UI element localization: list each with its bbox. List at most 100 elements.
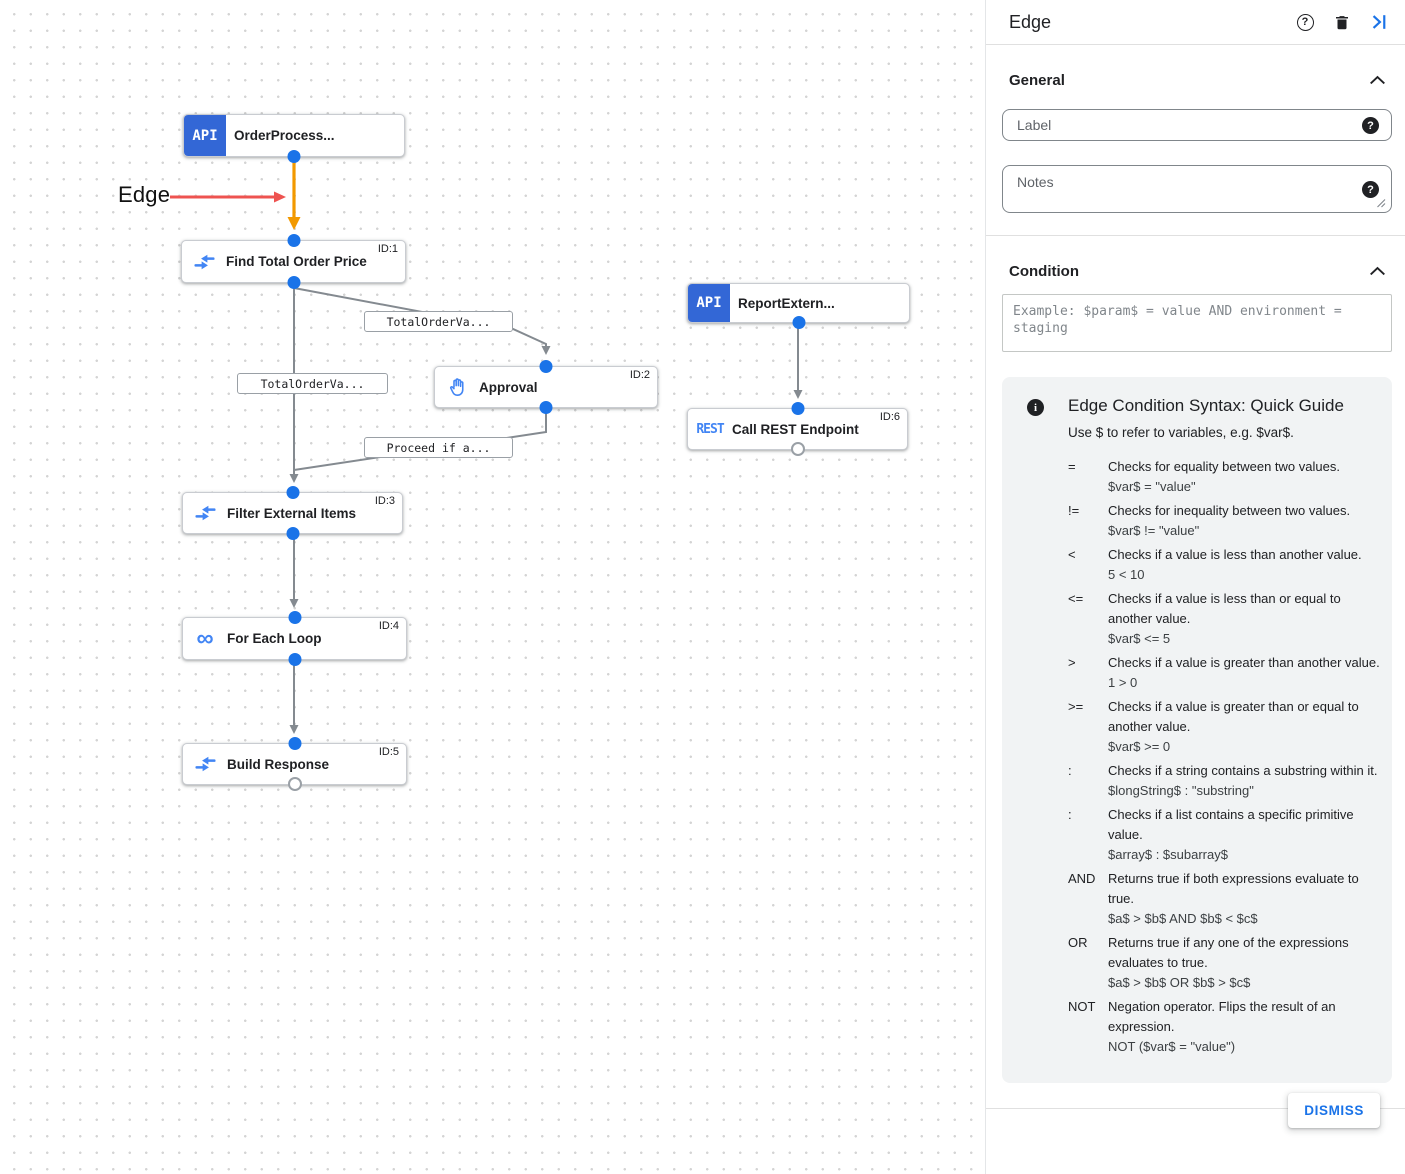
input-connector[interactable] xyxy=(286,486,299,499)
collapse-general-button[interactable] xyxy=(1367,70,1387,90)
node-title: OrderProcess... xyxy=(234,128,335,143)
section-general: General ? ? xyxy=(986,70,1405,236)
guide-operator: != xyxy=(1068,503,1080,518)
trash-icon xyxy=(1336,15,1348,29)
node-report-extern-trigger[interactable]: API ReportExtern... xyxy=(687,283,910,329)
output-connector[interactable] xyxy=(287,276,300,289)
output-connector[interactable] xyxy=(287,777,302,791)
edge-layer xyxy=(170,161,803,734)
collapse-condition-button[interactable] xyxy=(1367,261,1387,281)
node-find-total-order-price[interactable]: Find Total Order Price ID:1 xyxy=(181,234,406,289)
condition-section-title: Condition xyxy=(1009,262,1079,280)
output-connector[interactable] xyxy=(792,316,805,329)
guide-operator: > xyxy=(1068,655,1076,670)
guide-operator: NOT xyxy=(1068,999,1096,1014)
guide-intro: Use $ to refer to variables, e.g. $var$. xyxy=(1068,425,1294,440)
input-connector[interactable] xyxy=(288,737,301,750)
section-condition: Condition xyxy=(986,261,1405,352)
node-id-label: ID:4 xyxy=(378,620,399,632)
node-id-label: ID:3 xyxy=(374,495,395,507)
node-title: For Each Loop xyxy=(227,631,322,646)
guide-operator: AND xyxy=(1068,871,1096,886)
data-mapping-icon xyxy=(194,505,216,521)
output-connector[interactable] xyxy=(286,527,299,540)
section-divider xyxy=(986,235,1405,236)
condition-syntax-guide: i Edge Condition Syntax: Quick Guide Use… xyxy=(1002,377,1392,1083)
delete-button[interactable] xyxy=(1332,12,1352,32)
data-mapping-icon xyxy=(194,756,216,772)
guide-entry: NOT Negation operator. Flips the result … xyxy=(1068,997,1380,1057)
guide-entry: < Checks if a value is less than another… xyxy=(1068,545,1380,585)
condition-input[interactable] xyxy=(1002,294,1392,352)
resize-handle-icon[interactable] xyxy=(1376,198,1386,208)
guide-example: NOT ($var$ = "value") xyxy=(1108,1039,1236,1054)
node-filter-external-items[interactable]: Filter External Items ID:3 xyxy=(182,486,403,540)
guide-entry: >= Checks if a value is greater than or … xyxy=(1068,697,1380,757)
guide-example: $var$ = "value" xyxy=(1108,479,1196,494)
rest-icon: REST xyxy=(696,421,724,437)
guide-operator: : xyxy=(1068,807,1072,822)
edge-label[interactable]: TotalOrderVa... xyxy=(364,311,513,332)
input-connector[interactable] xyxy=(791,402,804,415)
guide-example: $longString$ : "substring" xyxy=(1108,783,1254,798)
label-input[interactable] xyxy=(1002,109,1392,141)
node-title: Approval xyxy=(479,379,538,395)
guide-example: $a$ > $b$ AND $b$ < $c$ xyxy=(1108,911,1258,926)
api-badge-icon: API xyxy=(688,284,730,322)
guide-entry: : Checks if a list contains a specific p… xyxy=(1068,805,1380,865)
node-id-label: ID:5 xyxy=(378,746,399,758)
guide-description: Returns true if any one of the expressio… xyxy=(1108,935,1349,970)
api-badge-icon: API xyxy=(184,115,226,156)
guide-operator: < xyxy=(1068,547,1076,562)
input-connector[interactable] xyxy=(539,360,553,373)
node-approval[interactable]: Approval ID:2 xyxy=(434,360,658,414)
info-icon: i xyxy=(1027,399,1044,416)
guide-description: Checks for inequality between two values… xyxy=(1108,503,1351,518)
output-connector[interactable] xyxy=(287,150,301,163)
output-connector[interactable] xyxy=(790,442,805,456)
node-build-response[interactable]: Build Response ID:5 xyxy=(182,737,407,791)
node-title: Filter External Items xyxy=(227,505,357,521)
guide-example: $array$ : $subarray$ xyxy=(1108,847,1228,862)
edge-findtotal-approval[interactable] xyxy=(293,287,551,355)
notes-input[interactable] xyxy=(1002,165,1392,213)
guide-example: 5 < 10 xyxy=(1108,567,1145,582)
hand-icon xyxy=(449,377,464,396)
node-id-label: ID:1 xyxy=(377,243,398,255)
guide-description: Checks if a value is greater than anothe… xyxy=(1108,655,1380,670)
node-title: Build Response xyxy=(227,756,330,772)
node-id-label: ID:2 xyxy=(629,369,650,381)
guide-operator: = xyxy=(1068,459,1076,474)
guide-entry: : Checks if a string contains a substrin… xyxy=(1068,761,1380,801)
input-connector[interactable] xyxy=(287,234,300,247)
output-connector[interactable] xyxy=(288,653,301,666)
input-connector[interactable] xyxy=(288,611,301,624)
dismiss-button[interactable]: DISMISS xyxy=(1288,1093,1380,1128)
chevron-up-icon xyxy=(1369,75,1385,85)
output-connector[interactable] xyxy=(539,401,553,414)
guide-description: Returns true if both expressions evaluat… xyxy=(1108,871,1359,906)
notes-help-icon[interactable]: ? xyxy=(1362,181,1379,198)
guide-description: Negation operator. Flips the result of a… xyxy=(1108,999,1336,1034)
label-help-icon[interactable]: ? xyxy=(1362,117,1379,134)
help-button[interactable]: ? xyxy=(1295,12,1315,32)
guide-example: $var$ != "value" xyxy=(1108,523,1200,538)
guide-operator: >= xyxy=(1068,699,1084,714)
node-order-process-trigger[interactable]: API OrderProcess... xyxy=(183,114,405,163)
node-id-label: ID:6 xyxy=(879,411,900,423)
collapse-panel-button[interactable] xyxy=(1369,12,1389,32)
guide-entry: OR Returns true if any one of the expres… xyxy=(1068,933,1380,993)
guide-description: Checks if a value is greater than or equ… xyxy=(1108,699,1359,734)
general-section-title: General xyxy=(1009,71,1065,89)
panel-title: Edge xyxy=(1009,11,1052,32)
edge-label[interactable]: TotalOrderVa... xyxy=(237,373,388,394)
guide-title: Edge Condition Syntax: Quick Guide xyxy=(1068,396,1344,415)
guide-entry: AND Returns true if both expressions eva… xyxy=(1068,869,1380,929)
edge-label[interactable]: Proceed if a... xyxy=(364,437,513,458)
guide-description: Checks if a string contains a substring … xyxy=(1108,763,1378,778)
node-title: ReportExtern... xyxy=(738,295,835,311)
node-title: Find Total Order Price xyxy=(226,254,367,269)
